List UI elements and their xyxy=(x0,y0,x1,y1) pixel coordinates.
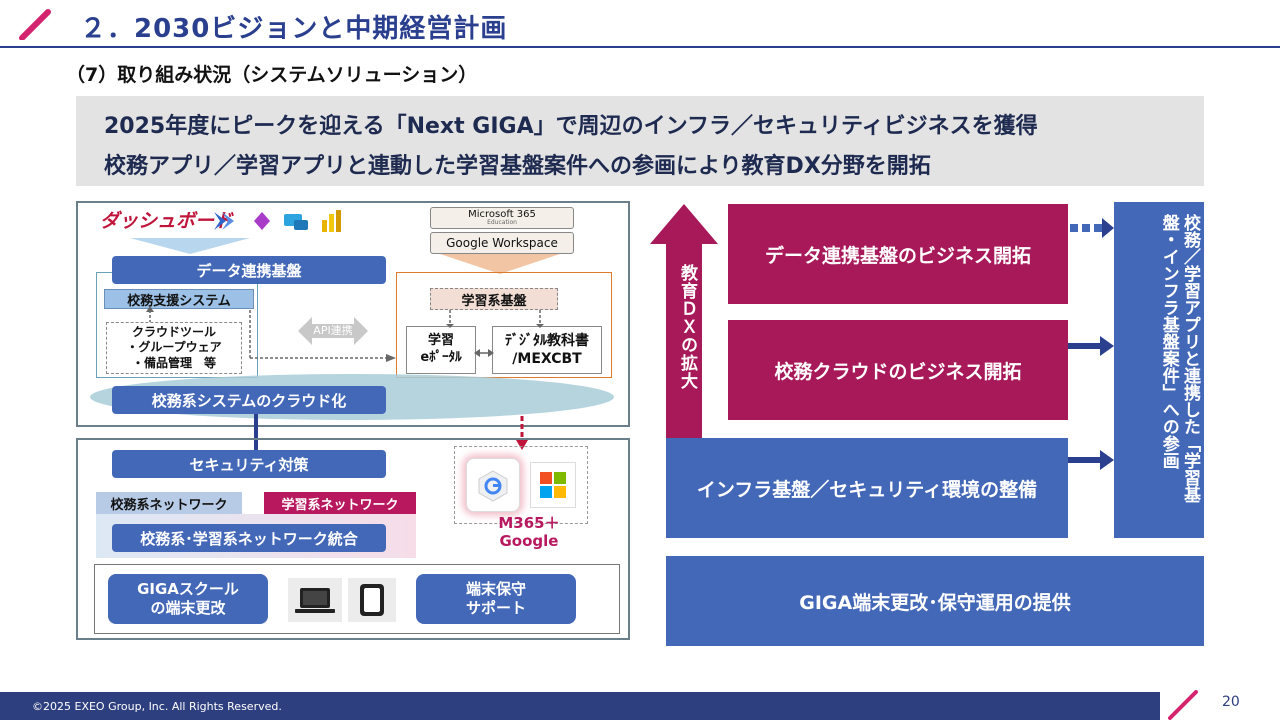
down-arrow-icon xyxy=(440,254,560,274)
google-app-icon xyxy=(466,458,520,512)
participation-panel xyxy=(1114,202,1204,538)
m365-google-text: M365＋ Google xyxy=(498,514,560,550)
dashboard-label: ダッシュボード xyxy=(100,210,234,232)
accent-slash-icon xyxy=(14,8,54,41)
data-platform-business-box: データ連携基盤のビジネス開拓 xyxy=(728,204,1068,304)
cloud-tools-text: クラウドツール ・グループウェア ・備品管理 等 xyxy=(126,324,222,370)
cloud-tools-box: クラウドツール ・グループウェア ・備品管理 等 xyxy=(106,322,242,374)
arrow-right-icon xyxy=(1068,334,1114,358)
infra-security-box: インフラ基盤／セキュリティ環境の整備 xyxy=(666,438,1068,538)
dashboard-funnel-icon xyxy=(130,238,250,254)
device-support-box: 端末保守 サポート xyxy=(416,574,576,624)
banner-line-2: 校務アプリ／学習アプリと連動した学習基盤案件への参画により教育DX分野を開拓 xyxy=(104,154,931,179)
arrow-right-icon-2 xyxy=(1068,448,1114,472)
portal-textbook-arrow-icon xyxy=(474,344,494,357)
security-pill: セキュリティ対策 xyxy=(112,450,386,478)
device-frame xyxy=(94,564,620,634)
copyright: ©2025 EXEO Group, Inc. All Rights Reserv… xyxy=(32,700,282,713)
ms365-logo-sub: Education xyxy=(487,219,517,226)
dx-arrow xyxy=(650,204,718,440)
tablet-icon xyxy=(348,578,396,622)
admin-network-label: 校務系ネットワーク xyxy=(96,492,242,514)
page-title: ２．2030ビジョンと中期経営計画 xyxy=(80,14,508,44)
red-dashed-arrow-icon xyxy=(514,416,530,452)
banner-line-1: 2025年度にピークを迎える「Next GIGA」で周辺のインフラ／セキュリティ… xyxy=(104,114,1038,139)
dotted-arrow-icon xyxy=(1068,216,1114,240)
learning-portal-text: 学習 eﾎﾟｰﾀﾙ xyxy=(420,333,462,365)
connector-arrows xyxy=(100,300,400,380)
digital-textbook-box: ﾃﾞｼﾞﾀﾙ教科書 /MEXCBT xyxy=(492,326,602,374)
cloud-shift-pill: 校務系システムのクラウド化 xyxy=(112,386,386,414)
device-support-text: 端末保守 サポート xyxy=(465,579,526,618)
laptop-icon xyxy=(288,578,342,622)
footer-bar xyxy=(0,692,1160,720)
footer-slash-icon xyxy=(1166,690,1202,720)
api-link-icon xyxy=(298,314,368,348)
m365-google-label: M365＋ Google xyxy=(474,512,584,552)
m365-google-frame xyxy=(454,446,588,524)
network-panel xyxy=(76,438,630,640)
giga-device-box: GIGA端末更改･保守運用の提供 xyxy=(666,556,1204,646)
google-workspace-logo-text: Google Workspace xyxy=(446,236,558,250)
learning-platform-label: 学習系基盤 xyxy=(430,288,558,310)
learning-portal-box: 学習 eﾎﾟｰﾀﾙ xyxy=(406,326,476,374)
ms365-logo: Microsoft 365 Education xyxy=(430,207,574,229)
cloud-system-panel xyxy=(76,201,630,427)
google-workspace-logo: Google Workspace xyxy=(430,232,574,254)
giga-renewal-text: GIGAスクール の端末更改 xyxy=(137,579,239,618)
app-icons xyxy=(212,208,362,234)
summary-banner xyxy=(76,96,1204,186)
digital-textbook-text: ﾃﾞｼﾞﾀﾙ教科書 /MEXCBT xyxy=(505,332,589,367)
data-platform-pill: データ連携基盤 xyxy=(112,256,386,284)
giga-renewal-box: GIGAスクール の端末更改 xyxy=(108,574,268,624)
participation-panel-text: 校務／学習アプリと連携した「学習基盤・インフラ基盤案件」への参画 xyxy=(1158,214,1200,503)
network-integration-pill: 校務系･学習系ネットワーク統合 xyxy=(112,524,386,552)
page-number: 20 xyxy=(1222,694,1240,710)
learning-arrows xyxy=(440,306,560,328)
section-subtitle: （7）取り組み状況（システムソリューション） xyxy=(66,64,478,86)
api-link-label: API連携 xyxy=(313,324,353,337)
ms365-logo-text: Microsoft 365 xyxy=(468,209,536,220)
dx-arrow-label: 教育ＤＸの拡大 xyxy=(677,264,697,390)
school-support-label: 校務支援システム xyxy=(104,289,254,309)
microsoft-app-icon xyxy=(530,462,576,508)
school-cloud-business-box: 校務クラウドのビジネス開拓 xyxy=(728,320,1068,420)
learning-network-label: 学習系ネットワーク xyxy=(264,492,416,514)
title-divider xyxy=(0,46,1280,48)
